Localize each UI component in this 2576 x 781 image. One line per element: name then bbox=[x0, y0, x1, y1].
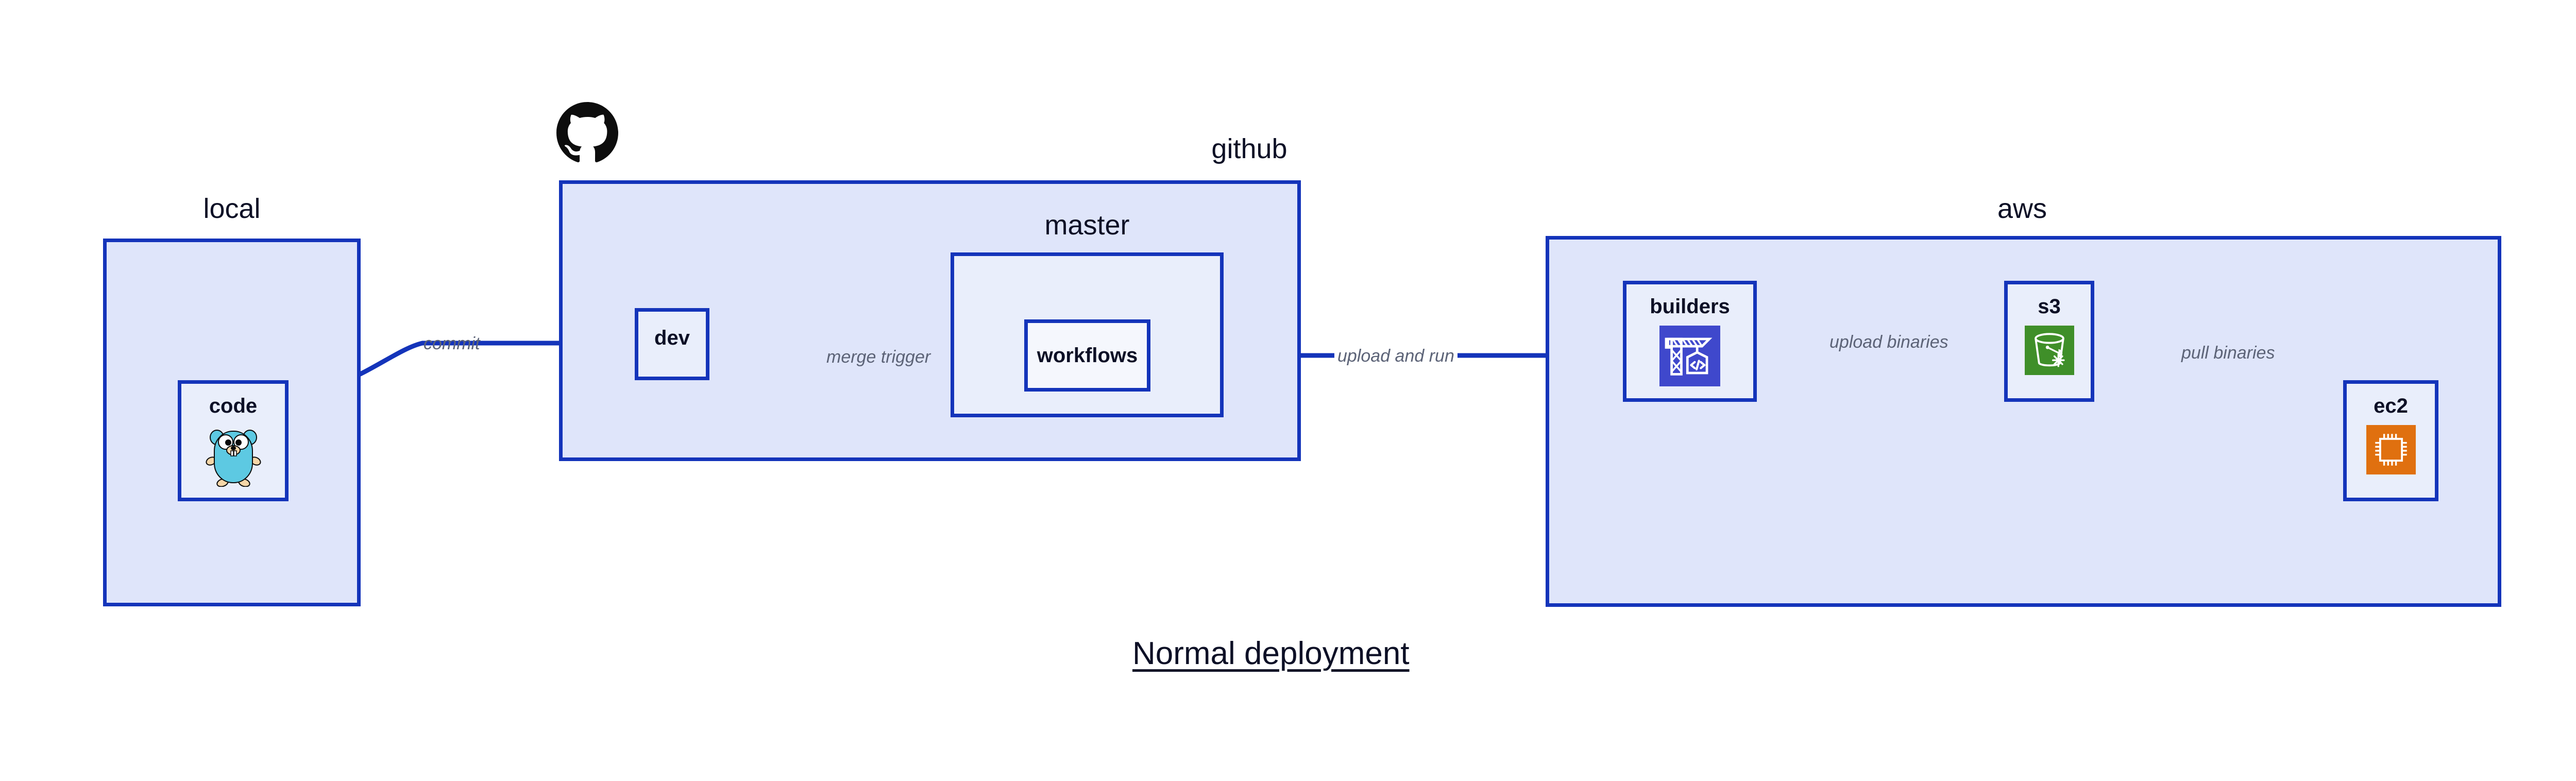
aws-s3-bucket-icon bbox=[2024, 326, 2074, 378]
node-workflows-label: workflows bbox=[1037, 344, 1138, 367]
diagram-title: Normal deployment bbox=[1132, 636, 1410, 671]
node-s3-label: s3 bbox=[2038, 295, 2061, 318]
node-dev[interactable]: dev bbox=[635, 308, 709, 380]
node-ec2-label: ec2 bbox=[2374, 395, 2408, 417]
node-builders[interactable]: builders bbox=[1623, 281, 1757, 402]
edge-label-merge-trigger: merge trigger bbox=[823, 348, 934, 366]
node-s3[interactable]: s3 bbox=[2004, 281, 2094, 402]
node-ec2[interactable]: ec2 bbox=[2343, 380, 2438, 501]
node-workflows[interactable]: workflows bbox=[1024, 319, 1150, 392]
node-code[interactable]: code bbox=[178, 380, 289, 501]
group-master-label: master bbox=[1044, 210, 1130, 241]
aws-ec2-chip-icon bbox=[2366, 425, 2416, 477]
edge-label-commit: commit bbox=[423, 334, 480, 353]
edge-label-upload-and-run: upload and run bbox=[1334, 347, 1458, 365]
node-code-label: code bbox=[209, 395, 258, 417]
group-aws-label: aws bbox=[1997, 193, 2047, 224]
go-gopher-icon bbox=[205, 425, 262, 489]
edge-label-pull-binaries: pull binaries bbox=[2178, 344, 2278, 362]
node-builders-label: builders bbox=[1650, 295, 1730, 318]
node-dev-label: dev bbox=[654, 327, 690, 349]
edge-label-upload-binaries: upload binaries bbox=[1826, 333, 1952, 351]
group-local-label: local bbox=[203, 193, 261, 224]
aws-codebuild-icon bbox=[1659, 326, 1720, 389]
github-octocat-icon bbox=[556, 102, 618, 164]
group-github-label: github bbox=[1211, 133, 1287, 164]
